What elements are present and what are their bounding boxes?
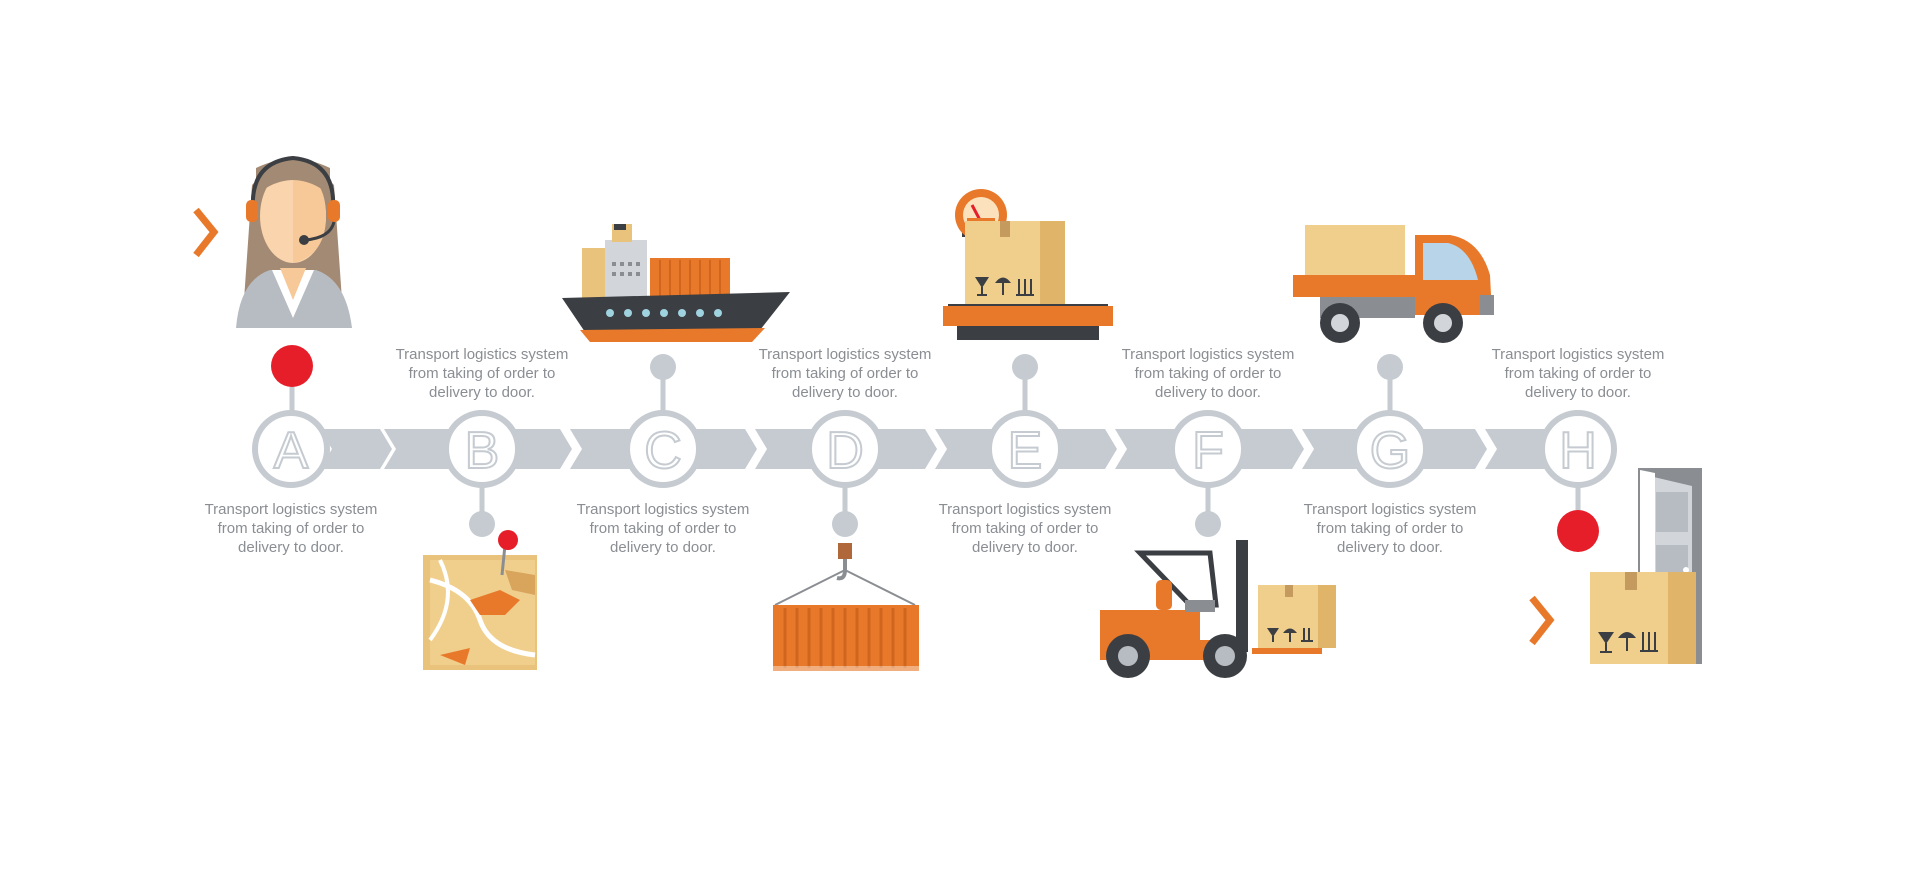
step-letter-e: E — [1008, 422, 1043, 480]
connector-dot-c — [650, 354, 676, 380]
start-marker-dot — [271, 345, 313, 387]
start-chevron-icon — [193, 207, 219, 258]
step-letter-b: B — [465, 422, 500, 480]
step-letter-a: A — [274, 422, 309, 480]
step-letter-f: F — [1192, 422, 1224, 480]
step-label-g: Transport logistics system from taking o… — [1303, 501, 1477, 556]
forklift-icon — [1100, 540, 1336, 678]
crane-container-icon — [773, 543, 919, 671]
connector-dot-f — [1195, 511, 1221, 537]
step-circle-h: H — [1539, 410, 1617, 488]
cargo-ship-icon — [562, 224, 790, 342]
end-marker-dot — [1557, 510, 1599, 552]
step-label-a: Transport logistics system from taking o… — [204, 501, 378, 556]
step-circle-b: B — [443, 410, 521, 488]
step-circle-a: A — [252, 410, 330, 488]
step-label-f: Transport logistics system from taking o… — [1121, 346, 1295, 401]
step-letter-c: C — [644, 422, 682, 480]
step-label-d: Transport logistics system from taking o… — [758, 346, 932, 401]
connector-dot-b — [469, 511, 495, 537]
step-label-e: Transport logistics system from taking o… — [938, 501, 1112, 556]
step-circle-f: F — [1169, 410, 1247, 488]
connector-dot-e — [1012, 354, 1038, 380]
step-circle-c: C — [624, 410, 702, 488]
track-segment-a-b — [320, 429, 392, 469]
step-letter-g: G — [1370, 422, 1410, 480]
operator-headset-icon — [236, 155, 352, 328]
step-circle-e: E — [986, 410, 1064, 488]
step-circle-d: D — [806, 410, 884, 488]
step-letter-d: D — [826, 422, 864, 480]
delivery-truck-icon — [1293, 225, 1494, 343]
connector-dot-g — [1377, 354, 1403, 380]
weighing-scale-icon — [943, 189, 1113, 340]
step-circle-g: G — [1351, 410, 1429, 488]
step-label-c: Transport logistics system from taking o… — [576, 501, 750, 556]
connector-dots — [469, 354, 1403, 537]
connector-dot-d — [832, 511, 858, 537]
map-pin-icon — [423, 530, 537, 670]
door-delivery-icon — [1590, 468, 1702, 664]
step-label-b: Transport logistics system from taking o… — [395, 346, 569, 401]
step-letter-h: H — [1559, 422, 1597, 480]
step-label-h: Transport logistics system from taking o… — [1491, 346, 1665, 401]
step-circles: A B C D E F G — [252, 410, 1617, 488]
end-chevron-icon — [1529, 595, 1555, 646]
